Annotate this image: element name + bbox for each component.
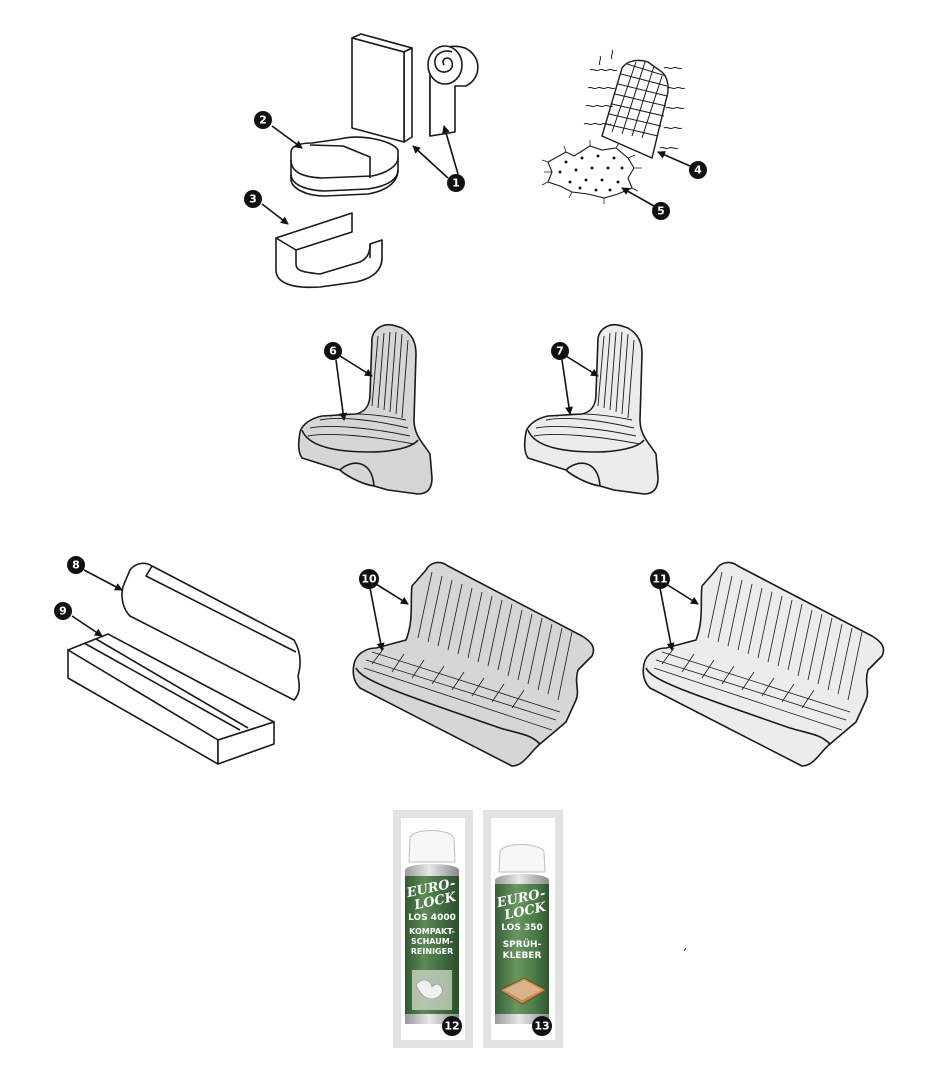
front-seat-dark [297, 323, 433, 495]
callout-badge-10[interactable]: 10 [359, 569, 379, 589]
rear-seat-foam [67, 633, 275, 765]
can-13-name-line1: SPRÜH- [503, 939, 542, 950]
seat-cushion-foam [290, 136, 399, 197]
callout-number-7: 7 [556, 345, 564, 358]
callout-number-5: 5 [657, 205, 665, 218]
rear-bench-light [642, 561, 885, 767]
can-13-name-line2: KLEBER [503, 951, 542, 961]
callout-number-13: 13 [534, 1020, 549, 1033]
callout-badge-12[interactable]: 12 [442, 1016, 462, 1036]
stray-mark [683, 947, 687, 952]
can-12-code: LOS 4000 [408, 913, 456, 923]
spring-coils [583, 49, 686, 150]
callout-badge-6[interactable]: 6 [324, 342, 342, 360]
callout-badge-5[interactable]: 5 [652, 202, 670, 220]
spring-mat [541, 140, 642, 204]
callout-badge-2[interactable]: 2 [254, 111, 272, 129]
backrest-foam-block [351, 33, 413, 143]
callout-badge-4[interactable]: 4 [689, 161, 707, 179]
can-12-name-line1: KOMPAKT- [409, 927, 455, 936]
spray-can-foam-cleaner-label: EURO- LOCK LOS 4000 KOMPAKT- SCHAUM- REI… [405, 876, 458, 956]
callout-badge-9[interactable]: 9 [54, 602, 72, 620]
callout-number-4: 4 [694, 164, 702, 177]
callout-number-6: 6 [329, 345, 337, 358]
front-seat-light [523, 323, 659, 495]
spring-frame [583, 49, 686, 159]
callout-badge-7[interactable]: 7 [551, 342, 569, 360]
can-12-name-line3: REINIGER [411, 947, 453, 956]
rolled-foam [427, 45, 479, 137]
can-13-code: LOS 350 [501, 923, 542, 933]
spray-can-spray-adhesive [495, 844, 549, 1024]
callout-badge-1[interactable]: 1 [447, 174, 465, 192]
callout-number-3: 3 [249, 193, 257, 206]
callout-number-10: 10 [361, 573, 377, 586]
callout-arrows [71, 125, 699, 651]
can-12-name-line2: SCHAUM- [411, 937, 453, 946]
callout-number-8: 8 [72, 559, 80, 572]
callout-number-9: 9 [59, 605, 67, 618]
spray-can-foam-cleaner [405, 830, 459, 1024]
callout-number-1: 1 [452, 177, 460, 190]
callout-number-11: 11 [652, 573, 667, 586]
callout-badge-8[interactable]: 8 [67, 556, 85, 574]
callout-badge-11[interactable]: 11 [650, 569, 670, 589]
callout-badge-13[interactable]: 13 [532, 1016, 552, 1036]
callout-badge-3[interactable]: 3 [244, 190, 262, 208]
rear-bench-dark [352, 561, 595, 767]
spray-can-spray-adhesive-label: EURO- LOCK LOS 350 SPRÜH- KLEBER [495, 886, 548, 961]
rear-backrest-foam [121, 562, 301, 701]
u-foam-strip [275, 212, 383, 289]
callout-number-2: 2 [259, 114, 267, 127]
callout-number-12: 12 [444, 1020, 459, 1033]
